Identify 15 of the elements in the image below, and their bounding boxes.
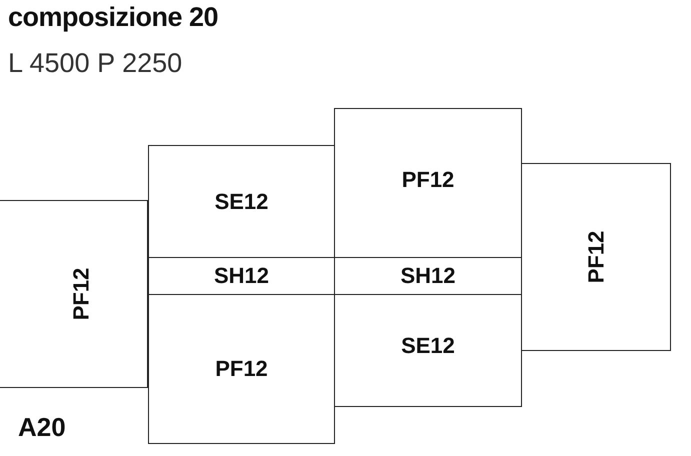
module-code: SE12 xyxy=(214,188,268,214)
module-code: SE12 xyxy=(401,333,455,359)
module-code: SH12 xyxy=(400,263,456,289)
module-code: PF12 xyxy=(215,356,268,382)
module-box xyxy=(148,145,335,258)
module-code: PF12 xyxy=(68,268,94,320)
dimensions-text: L 4500 P 2250 xyxy=(8,48,182,79)
module-box xyxy=(521,163,671,351)
module-box xyxy=(148,294,335,444)
module-code: PF12 xyxy=(583,230,609,284)
module-box xyxy=(0,200,148,388)
composition-code: A20 xyxy=(18,412,66,443)
diagram-title: composizione 20 xyxy=(8,2,218,33)
module-code: PF12 xyxy=(402,167,454,193)
module-code: SH12 xyxy=(214,263,270,289)
